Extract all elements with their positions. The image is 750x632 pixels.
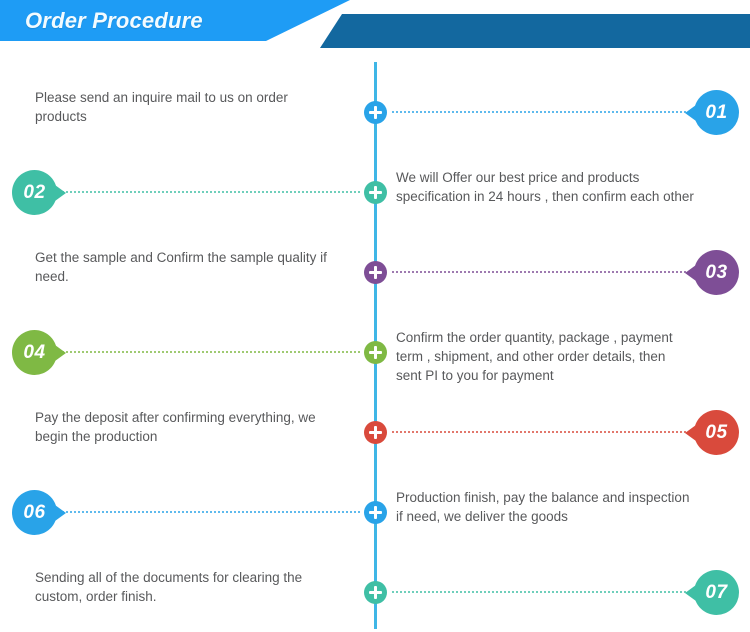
connector-line	[62, 351, 360, 355]
step-number-label: 04	[23, 342, 46, 363]
plus-circle-icon[interactable]	[364, 421, 387, 444]
page-title: Order Procedure	[25, 8, 203, 33]
step-number-label: 01	[705, 102, 728, 123]
step-number-label: 05	[705, 422, 728, 443]
plus-vertical-bar	[374, 506, 377, 519]
connector-line	[392, 431, 690, 435]
step-number-badge[interactable]: 01	[685, 90, 739, 135]
badge-tail	[685, 265, 696, 281]
plus-circle-icon[interactable]	[364, 101, 387, 124]
plus-circle-icon[interactable]	[364, 261, 387, 284]
plus-vertical-bar	[374, 266, 377, 279]
step-description: Please send an inquire mail to us on ord…	[35, 90, 288, 124]
step-number-badge[interactable]: 05	[685, 410, 739, 455]
header-banner: Order Procedure	[0, 0, 750, 56]
step-number-label: 03	[705, 262, 728, 283]
header-accent-shape	[320, 14, 750, 48]
badge-tail	[55, 185, 66, 201]
step-row: 01 Please send an inquire mail to us on o…	[0, 72, 750, 152]
plus-vertical-bar	[374, 186, 377, 199]
step-description: Production finish, pay the balance and i…	[396, 490, 690, 524]
plus-circle-icon[interactable]	[364, 581, 387, 604]
step-row: 05 Pay the deposit after confirming every…	[0, 392, 750, 472]
plus-vertical-bar	[374, 426, 377, 439]
connector-line	[392, 111, 690, 115]
step-number-badge[interactable]: 07	[685, 570, 739, 615]
plus-vertical-bar	[374, 346, 377, 359]
step-description: Get the sample and Confirm the sample qu…	[35, 250, 327, 284]
badge-tail	[55, 505, 66, 521]
step-number-label: 02	[23, 182, 46, 203]
step-row: 02 We will Offer our best price and produ…	[0, 152, 750, 232]
badge-tail	[685, 105, 696, 121]
plus-circle-icon[interactable]	[364, 341, 387, 364]
badge-tail	[685, 585, 696, 601]
step-row: 07 Sending all of the documents for clear…	[0, 552, 750, 632]
step-description: Confirm the order quantity, package , pa…	[396, 330, 673, 383]
plus-circle-icon[interactable]	[364, 501, 387, 524]
badge-tail	[55, 345, 66, 361]
plus-vertical-bar	[374, 586, 377, 599]
connector-line	[62, 191, 360, 195]
step-description: We will Offer our best price and product…	[396, 170, 694, 204]
step-row: 04 Confirm the order quantity, package , …	[0, 312, 750, 392]
step-number-badge[interactable]: 06	[12, 490, 66, 535]
step-number-label: 06	[23, 502, 46, 523]
step-row: 03 Get the sample and Confirm the sample …	[0, 232, 750, 312]
plus-vertical-bar	[374, 106, 377, 119]
step-row: 06 Production finish, pay the balance and…	[0, 472, 750, 552]
plus-circle-icon[interactable]	[364, 181, 387, 204]
badge-tail	[685, 425, 696, 441]
connector-line	[392, 591, 690, 595]
connector-line	[62, 511, 360, 515]
step-description: Pay the deposit after confirming everyth…	[35, 410, 316, 444]
step-number-label: 07	[705, 582, 728, 603]
step-number-badge[interactable]: 04	[12, 330, 66, 375]
step-number-badge[interactable]: 02	[12, 170, 66, 215]
connector-line	[392, 271, 690, 275]
step-number-badge[interactable]: 03	[685, 250, 739, 295]
step-description: Sending all of the documents for clearin…	[35, 570, 303, 604]
